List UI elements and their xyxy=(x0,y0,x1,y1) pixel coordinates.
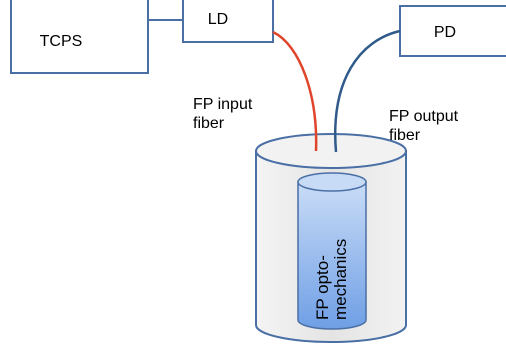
ld-label: LD xyxy=(207,11,229,28)
tcps-label: TCPS xyxy=(39,33,83,50)
core-body xyxy=(297,181,367,330)
optomech-label-line2: mechanics xyxy=(331,238,350,320)
ld-box xyxy=(182,0,274,43)
pd-box xyxy=(399,5,506,57)
fp-output-label-line1: FP output xyxy=(389,108,459,125)
pd-label: PD xyxy=(433,24,457,41)
canister-top xyxy=(255,133,407,169)
tcps-box xyxy=(10,0,149,74)
fp-input-label-line2: fiber xyxy=(193,115,225,132)
input-fiber xyxy=(272,30,318,152)
fp-input-label-line1: FP input xyxy=(193,96,253,113)
optomech-label-line1: FP opto- xyxy=(313,255,332,320)
output-fiber xyxy=(333,29,401,153)
fp-output-label-line2: fiber xyxy=(389,127,421,144)
core-top xyxy=(297,172,367,192)
